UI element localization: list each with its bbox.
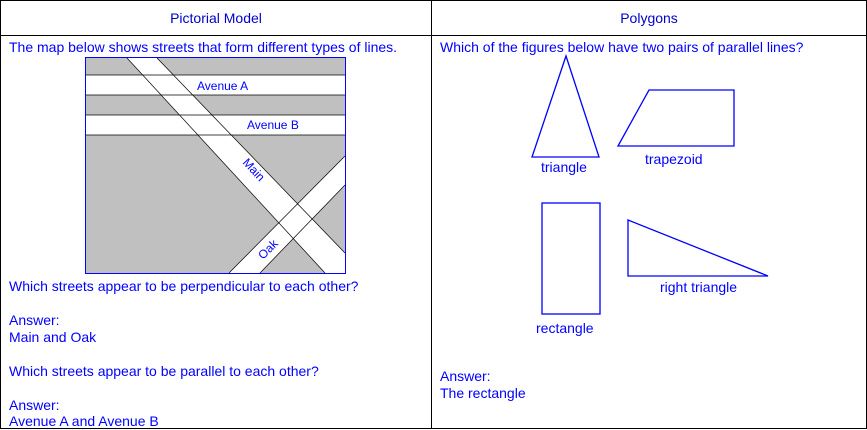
street-map: Avenue A Avenue B Main Oak: [85, 57, 346, 274]
trapezoid-shape: [616, 89, 735, 147]
polygon-figures: [531, 53, 769, 315]
rectangle-shape: [541, 202, 601, 315]
column-divider: [431, 1, 432, 428]
rectangle-label: rectangle: [536, 320, 594, 336]
avenue-a-label: Avenue A: [197, 79, 248, 93]
answer2-text: Avenue A and Avenue B: [9, 413, 159, 429]
header-pictorial-model: Pictorial Model: [1, 1, 431, 36]
oak-edge-left: [228, 155, 346, 274]
answer1-text: Main and Oak: [9, 329, 97, 345]
header-polygons: Polygons: [432, 1, 866, 36]
right-triangle-shape: [627, 219, 769, 277]
polygons-answer-label: Answer:: [440, 368, 491, 384]
answer1-label: Answer:: [9, 312, 60, 328]
answer2-label: Answer:: [9, 397, 60, 413]
avenue-b-label: Avenue B: [247, 118, 299, 132]
triangle-label: triangle: [541, 159, 587, 175]
main-edge-left: [126, 57, 326, 274]
main-edge-right: [156, 57, 346, 254]
polygons-answer-text: The rectangle: [440, 385, 526, 401]
oak-edge-right: [259, 184, 346, 274]
question-perpendicular: Which streets appear to be perpendicular…: [9, 278, 359, 294]
question-parallel: Which streets appear to be parallel to e…: [9, 363, 319, 379]
triangle-shape: [531, 53, 600, 158]
trapezoid-label: trapezoid: [645, 151, 703, 167]
polygons-question: Which of the figures below have two pair…: [440, 39, 804, 55]
right-triangle-label: right triangle: [660, 279, 738, 295]
map-intro-text: The map below shows streets that form di…: [9, 39, 398, 55]
